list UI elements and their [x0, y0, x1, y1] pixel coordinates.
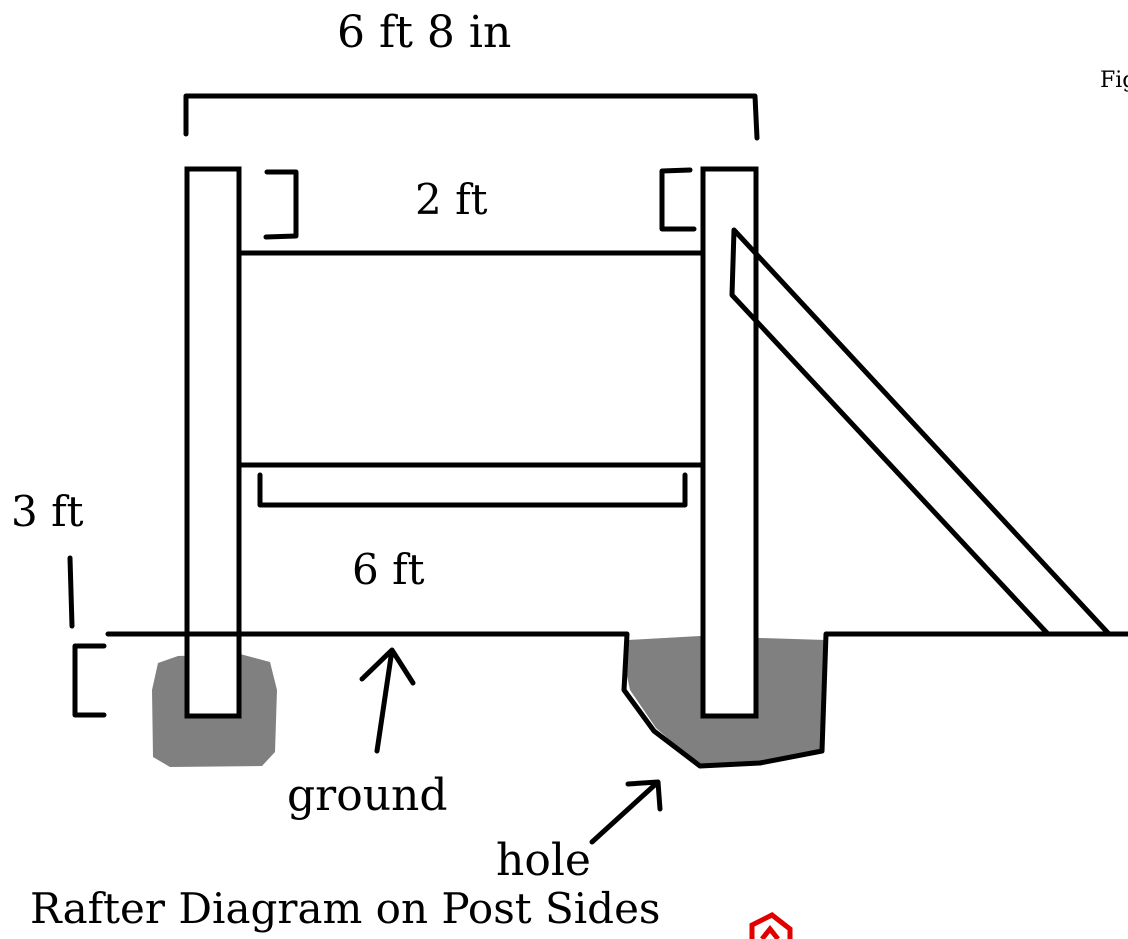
- depth-bracket: [72, 643, 107, 718]
- right-post: [700, 166, 759, 719]
- figure-tag: Fig: [1100, 68, 1128, 93]
- hole-label: hole: [496, 835, 591, 886]
- depth-tick: [67, 555, 75, 629]
- depth-label: 3 ft: [11, 487, 84, 536]
- right-gap-bracket: [659, 167, 697, 232]
- ground-label: ground: [287, 770, 448, 821]
- hole-arrow: [589, 779, 663, 845]
- diagram-caption: Rafter Diagram on Post Sides: [30, 884, 660, 933]
- left-post: [184, 166, 242, 719]
- upper-gap-label: 2 ft: [415, 175, 488, 224]
- top-dimension-bracket: [183, 93, 760, 141]
- red-mark-inner: [760, 924, 780, 939]
- rail-span-bracket: [257, 472, 688, 508]
- left-gap-bracket: [263, 169, 299, 240]
- red-mark: [749, 912, 793, 939]
- top-width-label: 6 ft 8 in: [337, 7, 511, 58]
- ground-line: [105, 631, 1128, 769]
- ground-arrow: [359, 647, 416, 754]
- rail-span-label: 6 ft: [352, 545, 425, 594]
- diagonal-brace: [729, 227, 1111, 636]
